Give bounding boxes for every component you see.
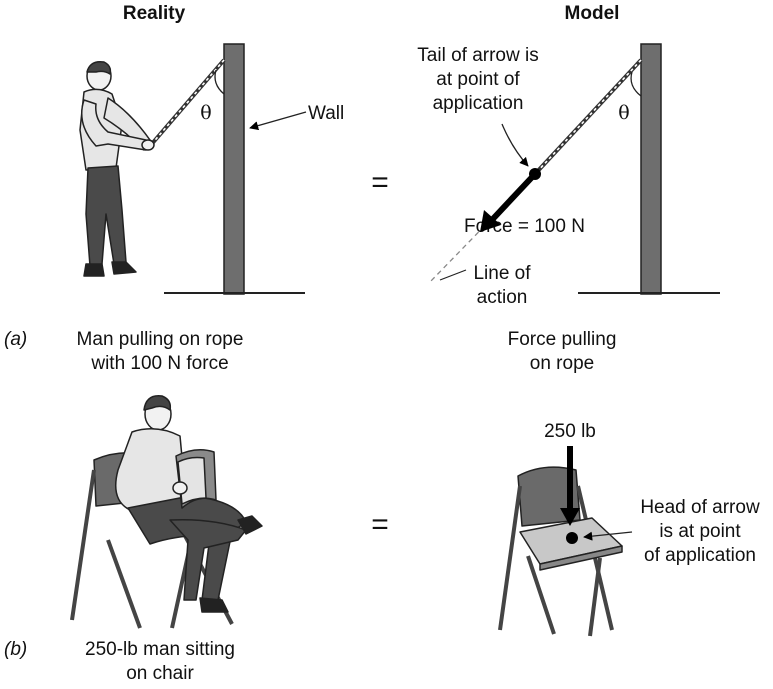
reality-b-scene [72,396,262,628]
weight-point-of-application-dot [566,532,578,544]
model-a-scene [430,44,720,294]
model-b-scene [500,446,632,636]
man-hair [87,62,110,74]
reality-a-scene [80,44,306,294]
man-shoe-right [112,262,136,274]
angle-arc-model [631,72,641,96]
seated-man-shoe-1 [200,598,228,612]
chair-model [500,467,622,636]
man-pants [86,166,126,266]
line-of-action-pointer [440,270,466,280]
man-shoe-left [84,264,104,276]
angle-arc-reality [215,70,224,94]
rope-reality [150,60,224,146]
point-of-application-dot [529,168,541,180]
seated-man-figure [116,396,262,612]
rope-model [535,60,641,174]
wall-model [641,44,661,294]
force-arrow-shaft [490,174,535,222]
seated-man-shirt [116,429,186,510]
man-pulling-figure [80,62,154,276]
seated-man-hand [173,482,187,494]
tail-note-pointer [502,124,528,166]
book-pages [178,458,206,505]
wall-reality [224,44,244,294]
man-hand [142,140,154,150]
wall-pointer [250,112,306,128]
